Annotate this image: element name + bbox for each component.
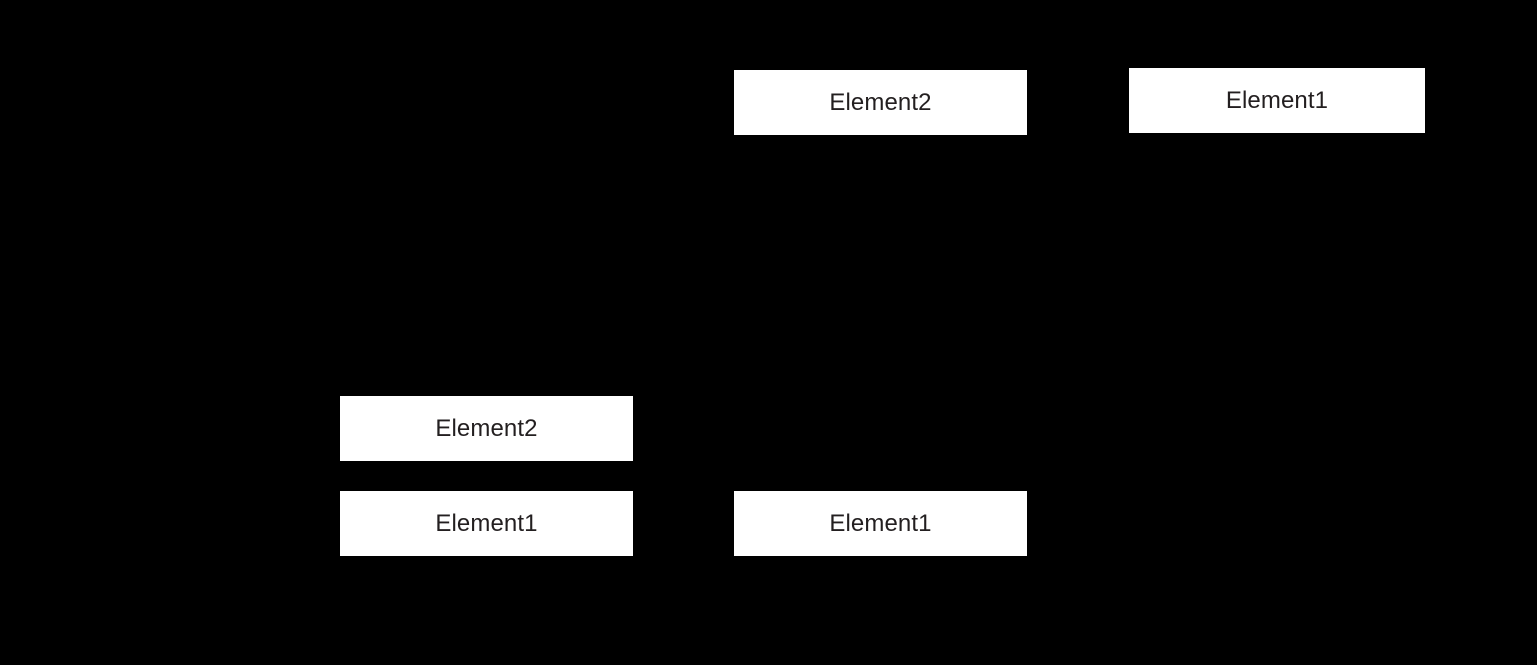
- diagram-node-bottom-left-lower[interactable]: Element1: [340, 491, 633, 556]
- diagram-node-top-right[interactable]: Element1: [1129, 68, 1425, 133]
- diagram-node-label: Element2: [435, 414, 538, 442]
- diagram-node-bottom-middle[interactable]: Element1: [734, 491, 1027, 556]
- diagram-node-label: Element1: [829, 509, 932, 537]
- diagram-node-label: Element1: [435, 509, 538, 537]
- diagram-node-label: Element1: [1225, 86, 1329, 114]
- diagram-node-top-middle[interactable]: Element2: [734, 70, 1027, 135]
- diagram-node-label: Element2: [829, 88, 932, 116]
- diagram-node-bottom-left-upper[interactable]: Element2: [340, 396, 633, 461]
